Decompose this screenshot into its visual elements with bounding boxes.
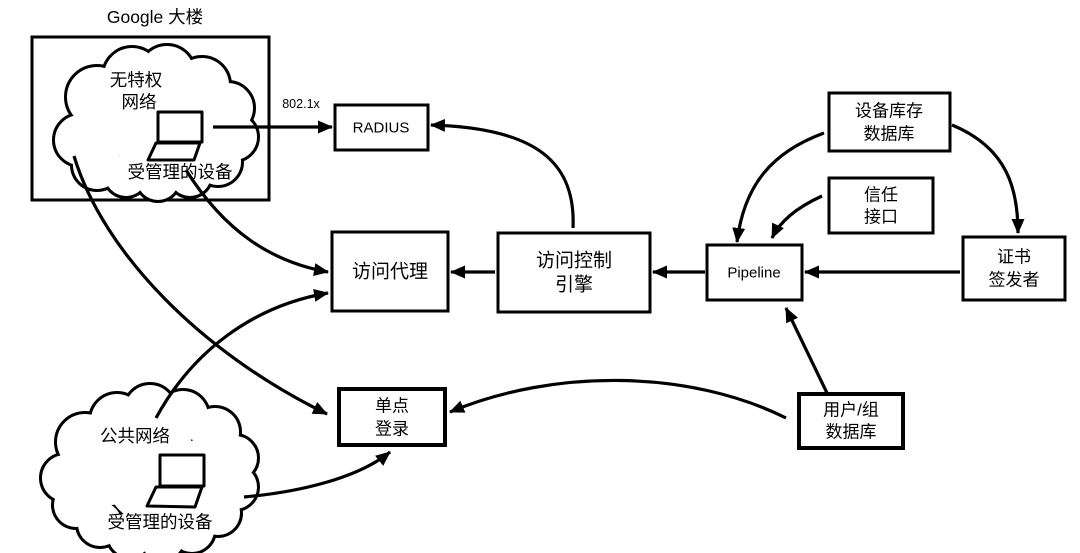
node-label: 用户/组 — [823, 401, 879, 420]
public-network-label: 公共网络 — [100, 426, 170, 446]
node-device-inventory-db: 设备库存 数据库 — [827, 91, 952, 153]
node-radius: RADIUS — [333, 103, 430, 152]
arrow-public-device-to-access-proxy — [154, 288, 329, 419]
arrow-building-device-to-access-proxy — [184, 169, 329, 276]
arrow-user-group-db-to-single-sign-on — [449, 378, 787, 420]
managed-device-label: 受管理的设备 — [128, 162, 233, 182]
privileged-network-label: 无特权 — [110, 70, 163, 90]
node-label: 接口 — [864, 208, 898, 227]
arrow-user-group-db-to-pipeline — [784, 307, 829, 394]
node-label: RADIUS — [353, 120, 410, 137]
node-label: 访问代理 — [352, 261, 428, 283]
node-pipeline: Pipeline — [705, 243, 804, 302]
node-certificate-issuer: 证书 签发者 — [961, 235, 1067, 302]
node-label: 证书 — [997, 248, 1031, 267]
arrow-access-control-engine-to-radius — [430, 118, 575, 229]
node-trust-interface: 信任 接口 — [827, 176, 935, 235]
node-single-sign-on: 单点 登录 — [337, 387, 447, 447]
node-user-group-db: 用户/组 数据库 — [797, 392, 905, 450]
arrow-device-inventory-db-to-certificate-issuer — [951, 123, 1025, 234]
laptop-icon — [146, 110, 204, 162]
link-protocol-label: 802.1x — [282, 97, 320, 111]
privileged-network-label: 网络 — [122, 92, 157, 112]
node-label: 信任 — [864, 186, 898, 205]
arrow-device-inventory-db-to-pipeline — [732, 131, 825, 243]
diagram-title: Google 大楼 — [107, 7, 203, 27]
node-access-proxy: 访问代理 — [330, 230, 450, 313]
node-label: 单点 — [375, 397, 409, 416]
arrow-public-device-to-single-sign-on — [243, 450, 392, 499]
node-label: 访问控制 — [536, 250, 612, 272]
node-label: 登录 — [375, 420, 409, 439]
laptop-icon — [145, 453, 206, 509]
node-label: 引擎 — [555, 274, 593, 296]
node-label: 设备库存 — [855, 102, 923, 121]
node-label: 数据库 — [864, 125, 915, 144]
arrow-building-device-to-single-sign-on — [72, 155, 328, 416]
node-label: 数据库 — [826, 423, 877, 442]
node-label: 签发者 — [989, 271, 1040, 290]
arrow-trust-interface-to-pipeline — [770, 194, 823, 239]
node-access-control-engine: 访问控制 引擎 — [496, 231, 652, 314]
managed-device-label: 受管理的设备 — [108, 512, 213, 532]
node-label: Pipeline — [727, 265, 780, 282]
